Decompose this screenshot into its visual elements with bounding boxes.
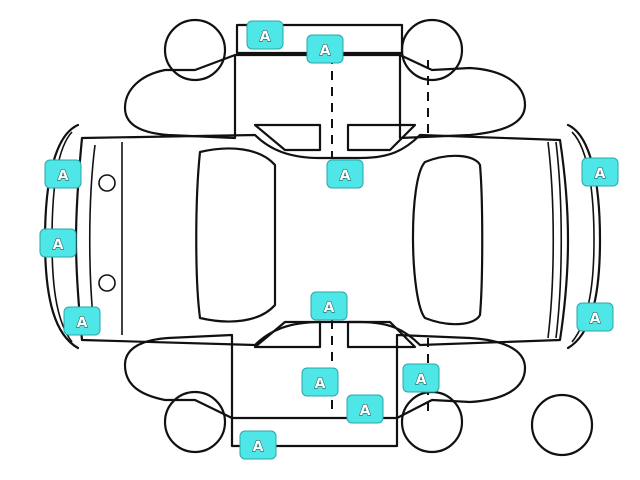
damage-marker[interactable]: A: [44, 159, 82, 189]
bottom-roof-outline: [230, 416, 399, 448]
damage-marker[interactable]: A: [301, 367, 339, 397]
damage-marker[interactable]: A: [581, 157, 619, 187]
damage-marker[interactable]: A: [326, 159, 364, 189]
damage-marker[interactable]: A: [576, 302, 614, 332]
top-front-side-window: [253, 123, 322, 152]
bottom-left-wheel: [163, 390, 227, 454]
svg-text:A: A: [590, 311, 601, 327]
damage-marker[interactable]: A: [346, 394, 384, 424]
damage-marker[interactable]: A: [63, 306, 101, 336]
svg-text:A: A: [416, 372, 427, 388]
svg-text:A: A: [253, 439, 264, 455]
car-body-outline: [74, 133, 570, 347]
damage-marker[interactable]: A: [246, 20, 284, 50]
svg-text:A: A: [260, 29, 271, 45]
car-plan-view: [43, 123, 602, 350]
svg-text:A: A: [595, 166, 606, 182]
svg-text:A: A: [324, 300, 335, 316]
bottom-rear-side-window: [346, 320, 417, 349]
top-rear-side-window: [346, 123, 417, 152]
damage-markers: A A A A A A A A: [39, 20, 619, 460]
top-left-wheel: [163, 18, 227, 82]
svg-text:A: A: [315, 376, 326, 392]
damage-marker[interactable]: A: [310, 291, 348, 321]
svg-text:A: A: [53, 237, 64, 253]
svg-text:A: A: [58, 168, 69, 184]
damage-marker[interactable]: A: [39, 228, 77, 258]
bottom-front-side-window: [253, 320, 322, 349]
left-headlight: [98, 174, 116, 192]
top-side-body-outline: [123, 53, 527, 140]
left-foglight: [98, 274, 116, 292]
svg-text:A: A: [77, 315, 88, 331]
spare-wheel: [530, 393, 594, 457]
rear-window: [411, 154, 484, 326]
svg-text:A: A: [360, 403, 371, 419]
damage-marker[interactable]: A: [402, 363, 440, 393]
front-windshield: [195, 147, 277, 323]
svg-text:A: A: [340, 168, 351, 184]
svg-text:A: A: [320, 43, 331, 59]
bottom-side-body-outline: [123, 333, 527, 420]
damage-marker[interactable]: A: [306, 34, 344, 64]
damage-marker[interactable]: A: [239, 430, 277, 460]
